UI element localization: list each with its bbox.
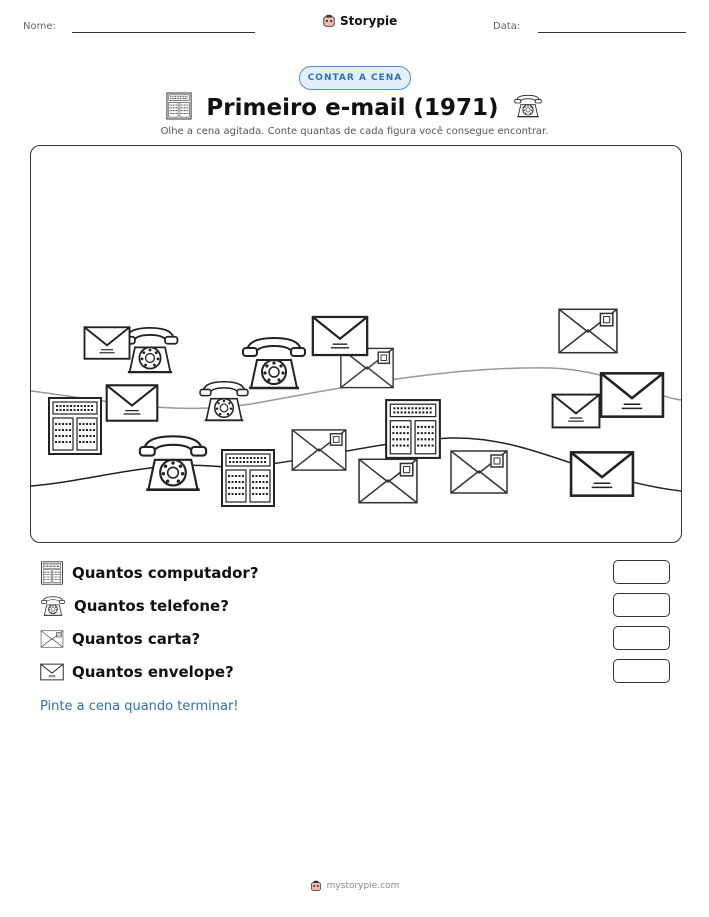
footer-url: mystorypie.com (326, 881, 400, 891)
telephone-icon (241, 336, 307, 390)
activity-badge: CONTAR A CENA (299, 66, 411, 90)
question-row-telephone: Quantos telefone? (40, 592, 229, 620)
letter-icon (358, 458, 418, 504)
computer-icon (220, 448, 276, 508)
date-label: Data: (493, 21, 521, 32)
computer-icon (385, 398, 441, 460)
answer-box-telephone[interactable] (613, 593, 670, 617)
scene-illustration (30, 308, 682, 508)
mascot-icon (322, 14, 336, 28)
answer-box-letter[interactable] (613, 626, 670, 650)
answer-box-computer[interactable] (613, 560, 670, 584)
name-label: Nome: (23, 21, 56, 32)
page-title-text: Primeiro e-mail (1971) (206, 95, 499, 121)
envelope-icon (40, 663, 64, 681)
question-label: Quantos telefone? (74, 597, 229, 615)
brand-logo: Storypie (322, 14, 397, 28)
letter-icon (291, 429, 347, 471)
envelope-icon (311, 315, 369, 357)
envelope-icon (599, 371, 665, 419)
instruction-text: Pinte a cena quando terminar! (40, 699, 239, 714)
question-label: Quantos envelope? (72, 663, 234, 681)
question-row-letter: Quantos carta? (40, 625, 200, 653)
question-row-envelope: Quantos envelope? (40, 658, 234, 686)
question-label: Quantos computador? (72, 564, 259, 582)
letter-icon (40, 630, 64, 648)
telephone-icon (40, 595, 66, 617)
footer: mystorypie.com (0, 880, 709, 892)
page-title: Primeiro e-mail (1971) (0, 92, 709, 121)
mascot-icon (310, 880, 322, 892)
page-subtitle: Olhe a cena agitada. Conte quantas de ca… (160, 126, 549, 137)
telephone-icon (121, 326, 179, 374)
counting-scene (30, 145, 682, 543)
envelope-icon (83, 326, 131, 360)
telephone-icon (513, 93, 543, 119)
telephone-icon (138, 434, 208, 492)
name-field-line[interactable] (72, 32, 255, 33)
envelope-icon (551, 393, 601, 429)
letter-icon (558, 308, 618, 354)
computer-icon (47, 396, 103, 456)
computer-icon (40, 561, 64, 585)
letter-icon (450, 450, 508, 494)
envelope-icon (105, 384, 159, 422)
envelope-icon (569, 450, 635, 498)
question-row-computer: Quantos computador? (40, 559, 259, 587)
telephone-icon (199, 380, 249, 422)
computer-icon (166, 92, 192, 120)
brand-name: Storypie (340, 14, 398, 28)
date-field-line[interactable] (538, 32, 686, 33)
question-label: Quantos carta? (72, 630, 201, 648)
answer-box-envelope[interactable] (613, 659, 670, 683)
